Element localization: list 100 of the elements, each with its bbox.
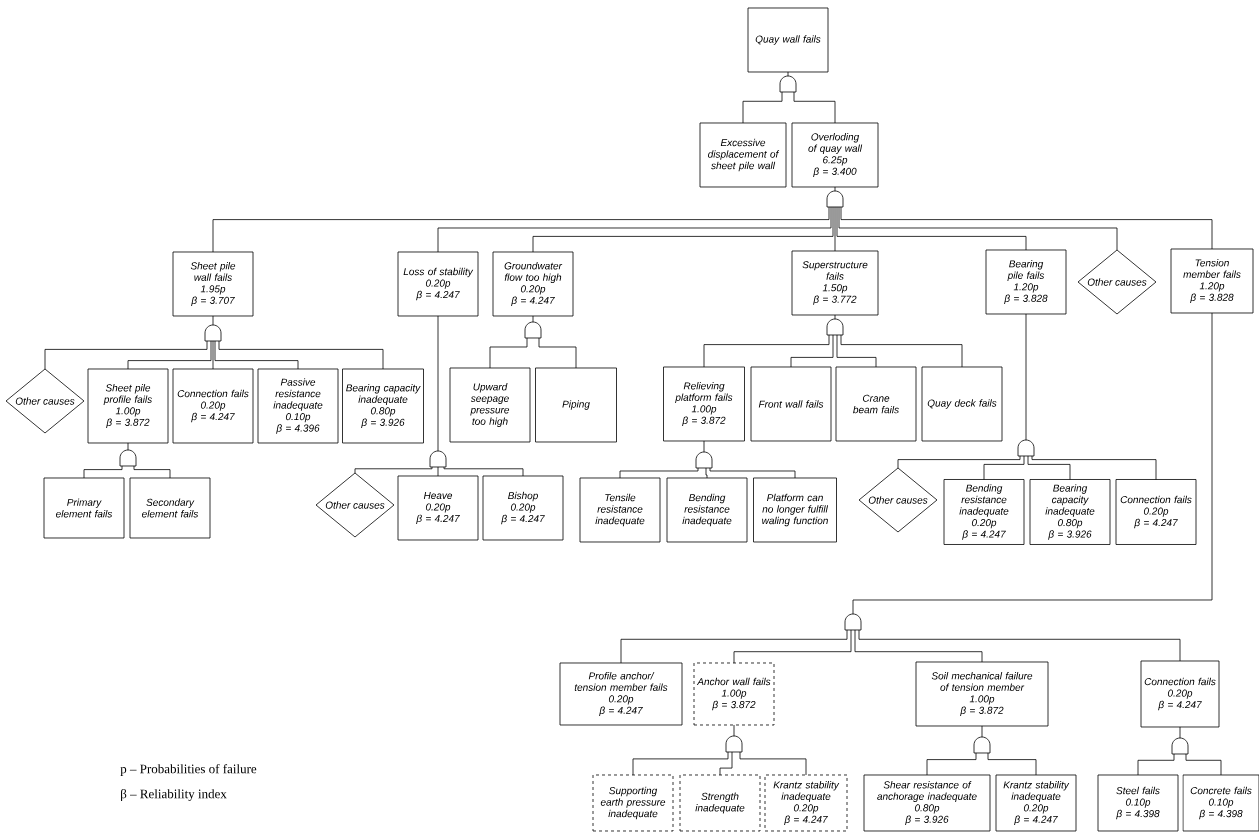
connector-line [834,186,836,192]
legend-note: p – Probabilities of failure [120,764,257,776]
event-box: Krantz stability inadequate 0.20p β = 4.247 [995,774,1077,832]
event-box: Bending resistance inadequate 0.20p β = 4.247 [943,479,1025,545]
event-box: Heave 0.20p β = 4.247 [397,475,479,541]
event-box: Upward seepage pressure too high [449,367,531,443]
connector-line [127,442,129,451]
event-box: Front wall fails [750,366,832,442]
connector-line [838,206,1118,251]
legend-note: β – Reliability index [121,789,227,801]
connector-line [703,440,705,453]
event-box: Quay deck fails [921,366,1003,442]
and-gate [973,736,991,754]
connector-line [133,465,171,479]
event-box: Crane beam fails [835,366,917,442]
event-box: Profile anchor/ tension member fails 0.20p β = 4.247 [559,662,683,726]
event-box: Steel fails 0.10p β = 4.398 [1097,774,1179,832]
event-box: Secondary element fails [129,477,211,539]
event-box: Bearing capacity inadequate 0.80p β = 3.926 [1029,479,1111,545]
connector-line [858,629,1181,662]
event-box: Bearing capacity inadequate 0.80p β = 3.926 [342,368,424,444]
connector-line [733,629,852,664]
connector-line [836,206,1027,251]
event-box: Bearing pile fails 1.20p β = 3.828 [985,249,1067,315]
event-box: Primary element fails [43,477,125,539]
connector-line [897,455,1021,469]
connector-line [787,71,789,77]
connector-line [532,206,834,253]
event-box: Connection fails 0.20p β = 4.247 [1115,479,1197,545]
connector-line [443,466,524,477]
connector-line [632,751,729,776]
connector-line [127,340,212,370]
connector-line [44,340,208,370]
event-box: Relieving platform fails 1.00p β = 3.872 [663,366,745,442]
event-box: Overloding of quay wall 6.25p β = 3.400 [791,122,879,188]
connector-line [538,337,577,369]
event-box: Piping [535,367,617,443]
connector-line [218,340,384,370]
connector-line [620,629,848,664]
connector-line [705,467,708,479]
connector-line [1137,753,1175,776]
event-box: Superstructure fails 1.50p β = 3.772 [791,250,879,316]
and-gate [844,613,862,631]
and-gate [826,318,844,336]
and-gate [695,451,713,469]
connector-line [1027,455,1071,480]
event-box: Concrete fails 0.10p β = 4.398 [1182,774,1259,832]
connector-line [1179,726,1181,739]
event-box: Platform can no longer fulfill waling function [753,477,837,543]
connector-line [987,752,1037,776]
connector-line [354,466,433,474]
event-box: Passive resistance inadequate 0.10p β = 4.396 [257,368,339,444]
event-box: Loss of stability 0.20p β = 4.247 [397,251,479,317]
connector-line [489,337,528,369]
event-box: Sheet pile wall fails 1.95p β = 3.707 [172,251,254,317]
connector-line [790,334,834,368]
and-gate [1171,737,1189,755]
connector-line [703,334,830,368]
and-gate [779,75,797,93]
connector-line [733,724,735,737]
connector-line [1185,753,1222,776]
event-box: Bending resistance inadequate [666,477,748,543]
and-gate [204,324,222,342]
event-box: Strength inadequate [679,774,761,832]
and-gate [119,449,137,467]
event-box: Shear resistance of anchorage inadequate 0.80p β = 3.926 [863,774,991,832]
and-gate [826,190,844,208]
connector-line [212,340,214,370]
event-box: Connection fails 0.20p β = 4.247 [1140,660,1220,728]
connector-line [709,467,796,479]
connector-line [983,455,1025,480]
event-box: Bishop 0.20p β = 4.247 [482,475,564,541]
connector-line [437,206,832,253]
and-gate [524,321,542,339]
connector-line [854,629,983,663]
connector-line [719,751,733,776]
connector-line [981,725,983,738]
connector-line [619,467,699,479]
event-box: Groundwater flow too high 0.20p β = 4.247 [492,251,574,317]
connector-line [834,314,836,320]
connector-line [437,315,439,452]
connector-line [834,206,836,252]
connector-line [852,312,1213,615]
and-gate [1017,439,1035,457]
event-box: Anchor wall fails 1.00p β = 3.872 [693,662,775,726]
connector-line [1031,455,1157,480]
connector-line [437,466,439,477]
event-box: Connection fails 0.20p β = 4.247 [172,368,254,444]
event-box: Sheet pile profile fails 1.00p β = 3.872 [87,368,169,444]
connector-line [212,206,830,253]
and-gate [429,450,447,468]
connector-line [793,91,836,124]
connector-line [532,315,534,323]
event-box: Quay wall fails [747,7,829,73]
event-box: Tensile resistance inadequate [579,477,661,543]
event-box: Tension member fails 1.20p β = 3.828 [1170,248,1254,314]
connector-line [742,91,783,124]
event-box: Krantz stability inadequate 0.20p β = 4.247 [764,774,848,832]
and-gate [725,735,743,753]
connector-line [1025,313,1027,441]
